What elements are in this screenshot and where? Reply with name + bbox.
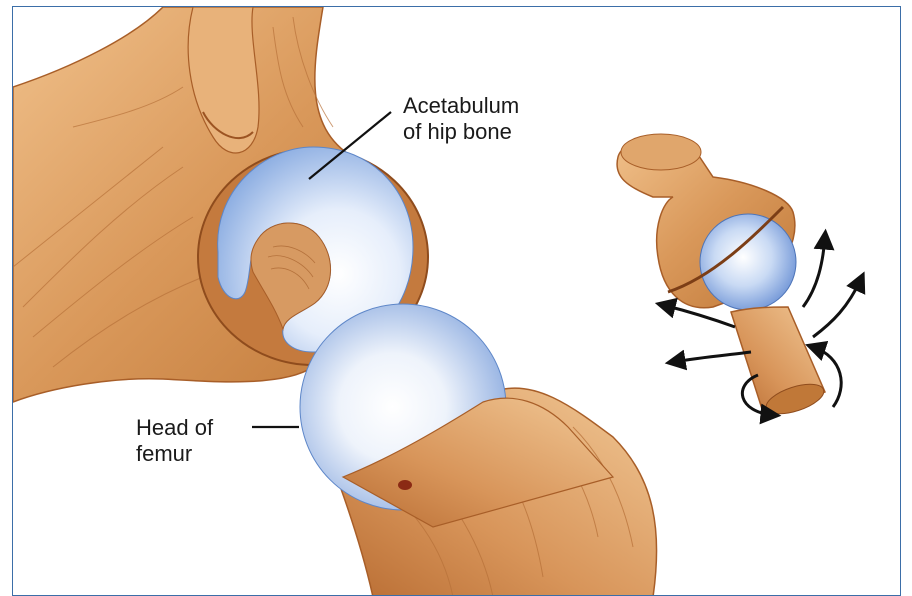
acetabulum-label-line2: of hip bone: [403, 119, 519, 145]
head-of-femur-label-line1: Head of: [136, 415, 213, 441]
figure-frame: Acetabulum of hip bone Head of femur: [12, 6, 901, 596]
head-of-femur-label-line2: femur: [136, 441, 213, 467]
acetabulum-label-line1: Acetabulum: [403, 93, 519, 119]
ball-and-socket-model: [617, 134, 827, 420]
head-of-femur-label: Head of femur: [136, 415, 213, 467]
femur: [300, 304, 657, 596]
acetabulum-label: Acetabulum of hip bone: [403, 93, 519, 145]
